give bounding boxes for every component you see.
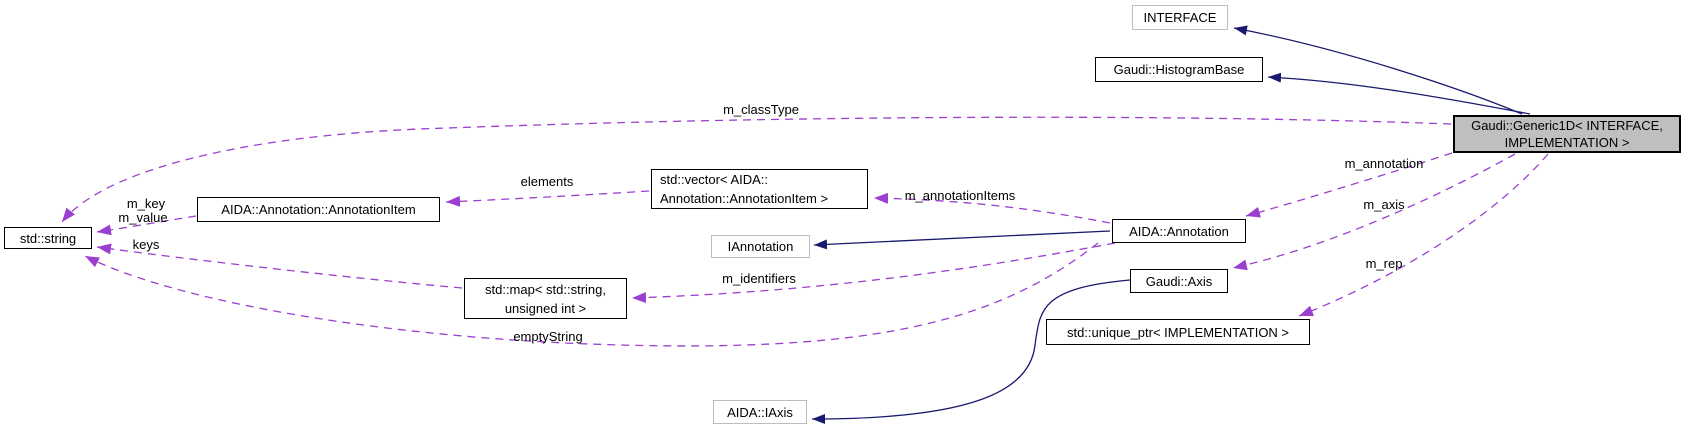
- edge-label-m-axis: m_axis: [1363, 197, 1405, 212]
- edge-label-m-classtype: m_classType: [723, 102, 799, 117]
- edge-usage-m-classtype: [61, 116, 1452, 223]
- edge-label-emptystring: emptyString: [513, 329, 583, 344]
- edge-label-m-value: m_value: [118, 210, 168, 225]
- edge-usage-m-rep: [1298, 153, 1549, 317]
- class-node-label: AIDA::IAxis: [727, 404, 793, 420]
- edge-label-m-identifiers: m_identifiers: [722, 271, 796, 286]
- class-node-interface[interactable]: INTERFACE: [1132, 5, 1228, 30]
- class-node-label: AIDA::Annotation::AnnotationItem: [221, 202, 416, 217]
- edge-inherit-aida-iaxis: [811, 279, 1131, 424]
- class-node-label: AIDA::Annotation: [1129, 223, 1229, 239]
- class-node-aida-annotation[interactable]: AIDA::Annotation: [1112, 219, 1246, 243]
- edge-usage-m-annotationitems: [873, 192, 1111, 224]
- edge-usage-keys: [96, 243, 463, 289]
- class-node-iannotation[interactable]: IAnnotation: [711, 235, 810, 258]
- class-node-std-map[interactable]: std::map< std::string, unsigned int >: [464, 278, 627, 319]
- class-node-label-line1: Gaudi::Generic1D< INTERFACE,: [1471, 118, 1663, 133]
- class-node-std-vector[interactable]: std::vector< AIDA:: Annotation::Annotati…: [651, 169, 868, 209]
- class-node-label-line2: Annotation::AnnotationItem >: [660, 191, 829, 206]
- class-node-label: std::string: [19, 230, 77, 246]
- edge-usage-m-key-m-value: [96, 215, 197, 236]
- class-node-unique-ptr[interactable]: std::unique_ptr< IMPLEMENTATION >: [1046, 319, 1310, 345]
- edge-usage-m-axis: [1232, 153, 1516, 271]
- edge-usage-elements: [445, 190, 650, 207]
- edge-label-m-annotationitems: m_annotationItems: [904, 188, 1016, 203]
- edge-usage-m-identifiers: [631, 242, 1116, 304]
- class-node-label-line1: std::vector< AIDA::: [660, 172, 769, 187]
- edge-inherit-interface: [1233, 25, 1523, 115]
- edge-inherit-histogrambase: [1267, 72, 1531, 115]
- class-node-aida-iaxis[interactable]: AIDA::IAxis: [713, 400, 807, 424]
- class-node-label: IAnnotation: [727, 239, 794, 254]
- class-node-generic1d-current[interactable]: Gaudi::Generic1D< INTERFACE, IMPLEMENTAT…: [1453, 115, 1681, 153]
- class-node-annotation-item[interactable]: AIDA::Annotation::AnnotationItem: [197, 197, 440, 222]
- class-node-label-line2: IMPLEMENTATION >: [1504, 135, 1630, 150]
- edge-label-keys: keys: [132, 237, 160, 252]
- class-node-label-line1: std::map< std::string,: [484, 281, 607, 297]
- class-node-label-line2: unsigned int >: [504, 300, 587, 316]
- edge-usage-m-annotation: [1245, 152, 1453, 218]
- class-node-label: std::unique_ptr< IMPLEMENTATION >: [1066, 324, 1290, 340]
- edge-inherit-iannotation: [813, 230, 1111, 250]
- class-node-gaudi-axis[interactable]: Gaudi::Axis: [1130, 269, 1228, 293]
- edge-label-m-rep: m_rep: [1365, 256, 1403, 271]
- class-node-label: Gaudi::HistogramBase: [1113, 62, 1245, 77]
- class-node-histogram-base[interactable]: Gaudi::HistogramBase: [1095, 57, 1263, 82]
- class-node-label: INTERFACE: [1143, 10, 1217, 25]
- edge-label-m-key: m_key: [126, 196, 166, 211]
- edge-label-m-annotation: m_annotation: [1344, 156, 1424, 171]
- edge-label-elements: elements: [520, 174, 574, 189]
- class-node-std-string[interactable]: std::string: [4, 227, 92, 249]
- class-node-label: Gaudi::Axis: [1145, 273, 1213, 289]
